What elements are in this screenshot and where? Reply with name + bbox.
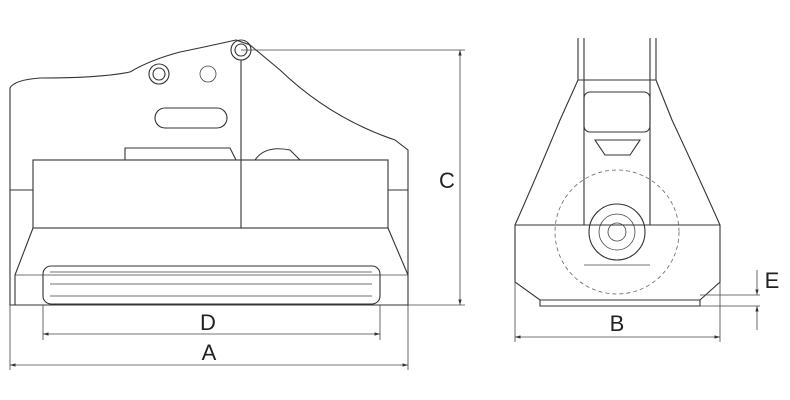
dimension-label-c: C [439, 168, 455, 193]
dimension-b: B [514, 282, 721, 342]
dimension-label-d: D [200, 310, 216, 335]
dimension-a: A [9, 305, 409, 370]
dimension-e: E [755, 268, 780, 330]
side-view [9, 39, 465, 306]
dimension-d: D [42, 305, 381, 340]
flail-teeth [50, 271, 372, 297]
dimension-c: C [439, 50, 462, 305]
dimension-label-a: A [202, 340, 217, 365]
dimension-label-e: E [765, 268, 780, 293]
dimension-label-b: B [610, 311, 625, 336]
front-view [514, 38, 760, 307]
